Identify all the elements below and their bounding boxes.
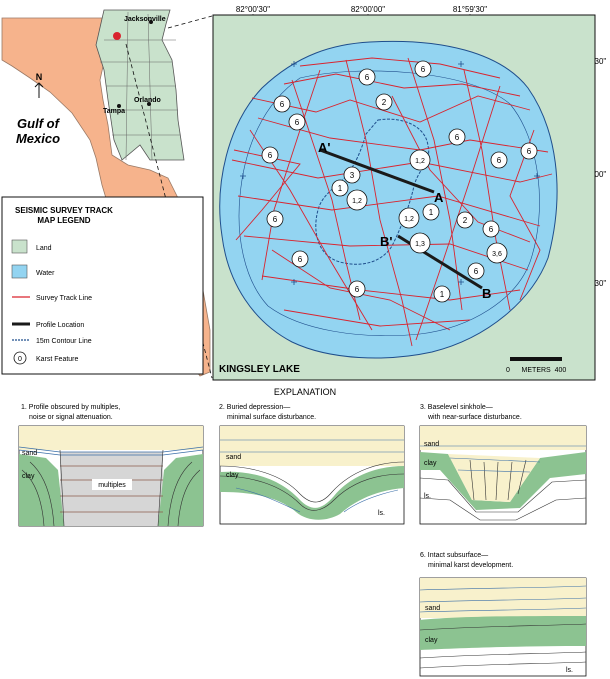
svg-text:6: 6 — [298, 255, 303, 264]
panel-3-sand-label: sand — [424, 441, 439, 448]
city-tampa: Tampa — [103, 108, 125, 115]
svg-text:3. Baselevel sinkhole—: 3. Baselevel sinkhole— — [420, 404, 493, 411]
svg-text:1: 1 — [338, 184, 343, 193]
legend-track-label: Survey Track Line — [36, 295, 92, 302]
city-jacksonville: Jacksonville — [124, 16, 166, 23]
grid-crosses — [240, 61, 540, 285]
svg-text:6: 6 — [280, 100, 285, 109]
svg-text:2: 2 — [463, 216, 468, 225]
orlando-dot — [147, 102, 151, 106]
lon-label-2: 82°00'00" — [351, 5, 385, 14]
panel-2-buried-depression: 2. Buried depression— minimal surface di… — [219, 404, 405, 525]
svg-text:1: 1 — [429, 208, 434, 217]
explanation-title: EXPLANATION — [274, 387, 336, 397]
legend-box — [1, 196, 204, 375]
karst-labels: 6 6 6 2 6 6 6 6 6 3 1 1,2 1,2 6 1,2 1 2 … — [268, 65, 532, 299]
svg-text:minimal karst development.: minimal karst development. — [428, 562, 513, 569]
svg-text:6. Intact subsurface—: 6. Intact subsurface— — [420, 552, 488, 559]
gulf-label-line1: Gulf of — [17, 116, 61, 131]
svg-text:6: 6 — [455, 133, 460, 142]
north-arrow-icon — [34, 82, 44, 98]
panel-3-baselevel-sinkhole: 3. Baselevel sinkhole— with near-surface… — [419, 404, 587, 525]
jacksonville-dot — [149, 20, 153, 24]
profile-label-b-prime: B' — [380, 234, 392, 249]
legend-title-line2: MAP LEGEND — [37, 216, 90, 225]
legend-profile-label: Profile Location — [36, 322, 84, 329]
study-region — [95, 9, 185, 161]
panel-2-sand-label: sand — [226, 454, 241, 461]
svg-text:1: 1 — [440, 290, 445, 299]
profile-a-a — [319, 148, 435, 194]
gulf-label-line2: Mexico — [16, 131, 60, 146]
scale-bar — [510, 357, 562, 361]
svg-text:3: 3 — [350, 171, 355, 180]
legend-karst-symbol: 0 — [18, 356, 22, 363]
panel-1-multiples: 1. Profile obscured by multiples, noise … — [18, 404, 204, 527]
svg-text:2: 2 — [382, 98, 387, 107]
svg-text:6: 6 — [527, 147, 532, 156]
north-label: N — [36, 72, 43, 82]
svg-text:3,6: 3,6 — [492, 251, 502, 258]
county-lines — [100, 11, 180, 161]
profile-label-b: B — [482, 286, 491, 301]
svg-text:6: 6 — [497, 156, 502, 165]
svg-text:6: 6 — [295, 118, 300, 127]
lake-name: KINGSLEY LAKE — [219, 364, 300, 375]
panel-6-intact-subsurface: 6. Intact subsurface— minimal karst deve… — [419, 552, 587, 677]
legend-karst-icon — [13, 351, 27, 365]
panel-2-ls-label: ls. — [378, 510, 385, 517]
legend-land-label: Land — [36, 245, 52, 252]
legend: SEISMIC SURVEY TRACK MAP LEGEND Land Wat… — [1, 196, 204, 375]
svg-text:1,2: 1,2 — [352, 198, 362, 205]
lon-label-3: 81°59'30" — [453, 5, 487, 14]
city-orlando: Orlando — [134, 97, 161, 104]
svg-text:6: 6 — [421, 65, 426, 74]
panel-1-sand-label: sand — [22, 450, 37, 457]
legend-land-swatch — [11, 239, 28, 254]
svg-text:2. Buried depression—: 2. Buried depression— — [219, 404, 290, 411]
legend-water-label: Water — [36, 270, 55, 277]
svg-text:with near-surface disturbance.: with near-surface disturbance. — [427, 414, 522, 421]
panel-1-multiples-label: multiples — [98, 482, 126, 489]
survey-track-lines — [231, 57, 553, 347]
legend-title-line1: SEISMIC SURVEY TRACK — [15, 206, 113, 215]
lon-label-1: 82°00'30" — [236, 5, 270, 14]
legend-contour-label: 15m Contour Line — [36, 338, 92, 345]
panel-3-ls-label: ls. — [424, 493, 431, 500]
svg-text:6: 6 — [365, 73, 370, 82]
panel-1-clay-label: clay — [22, 473, 35, 480]
svg-text:1,2: 1,2 — [415, 158, 425, 165]
panel-2-clay-label: clay — [226, 472, 239, 479]
svg-text:6: 6 — [489, 225, 494, 234]
svg-text:noise or signal attenuation.: noise or signal attenuation. — [29, 414, 113, 421]
svg-text:6: 6 — [273, 215, 278, 224]
lake-map: 82°00'30" 82°00'00" 81°59'30" 29°58'30" … — [212, 5, 606, 381]
scale-label: 0 METERS 400 — [506, 367, 566, 374]
panel-6-clay-label: clay — [425, 637, 438, 644]
svg-text:minimal surface disturbance.: minimal surface disturbance. — [227, 414, 316, 421]
kingsley-lake-location — [113, 32, 121, 40]
svg-text:6: 6 — [268, 151, 273, 160]
karst-markers — [261, 60, 538, 303]
svg-text:6: 6 — [355, 285, 360, 294]
svg-text:1,2: 1,2 — [404, 216, 414, 223]
legend-karst-label: Karst Feature — [36, 356, 79, 363]
panel-6-ls-label: ls. — [566, 667, 573, 674]
profile-label-a: A — [434, 190, 444, 205]
panel-6-sand-label: sand — [425, 605, 440, 612]
panel-3-clay-label: clay — [424, 460, 437, 467]
svg-text:6: 6 — [474, 267, 479, 276]
legend-water-swatch — [11, 264, 28, 279]
profile-label-a-prime: A' — [318, 140, 330, 155]
svg-text:1. Profile obscured by multipl: 1. Profile obscured by multiples, — [21, 404, 120, 411]
svg-text:1,3: 1,3 — [415, 241, 425, 248]
tampa-dot — [117, 104, 121, 108]
